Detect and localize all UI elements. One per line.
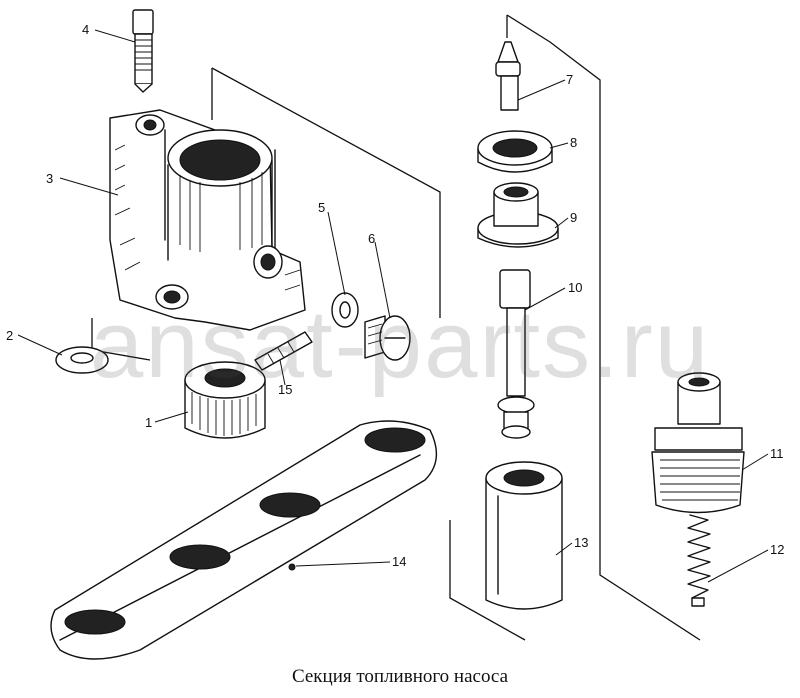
- part-13-barrel: [485, 461, 563, 610]
- part-2-washer: [55, 346, 109, 374]
- part-10-plunger: [497, 269, 535, 439]
- part-4-bolt: [132, 9, 154, 93]
- part-6-screw: [364, 315, 411, 361]
- callout-5: 5: [318, 200, 325, 215]
- callout-1: 1: [145, 415, 152, 430]
- diagram-caption: Секция топливного насоса: [291, 666, 509, 687]
- part-3-housing: [109, 109, 306, 331]
- callout-6: 6: [368, 231, 375, 246]
- part-11-holder: [651, 372, 745, 514]
- callout-labels: 1 2 3 4 5 6 7 8 9 10 11 12 13 14 15: [6, 22, 784, 569]
- part-5-washer: [331, 292, 359, 328]
- callout-9: 9: [570, 210, 577, 225]
- callout-15: 15: [278, 382, 292, 397]
- part-8-ring: [477, 130, 553, 173]
- part-9-collar: [477, 182, 559, 248]
- leader-lines: [17, 29, 769, 583]
- callout-3: 3: [46, 171, 53, 186]
- part-15-pin: [254, 331, 313, 371]
- callout-10: 10: [568, 280, 582, 295]
- part-1-gear: [184, 361, 266, 439]
- part-7-valve: [495, 41, 521, 111]
- callout-12: 12: [770, 542, 784, 557]
- callout-2: 2: [6, 328, 13, 343]
- callout-13: 13: [574, 535, 588, 550]
- callout-8: 8: [570, 135, 577, 150]
- part-12-spring: [687, 514, 711, 607]
- callout-4: 4: [82, 22, 89, 37]
- part-14-plate: [50, 420, 438, 660]
- callout-7: 7: [566, 72, 573, 87]
- callout-14: 14: [392, 554, 406, 569]
- callout-11: 11: [770, 446, 784, 461]
- assembly-lines: [91, 14, 701, 641]
